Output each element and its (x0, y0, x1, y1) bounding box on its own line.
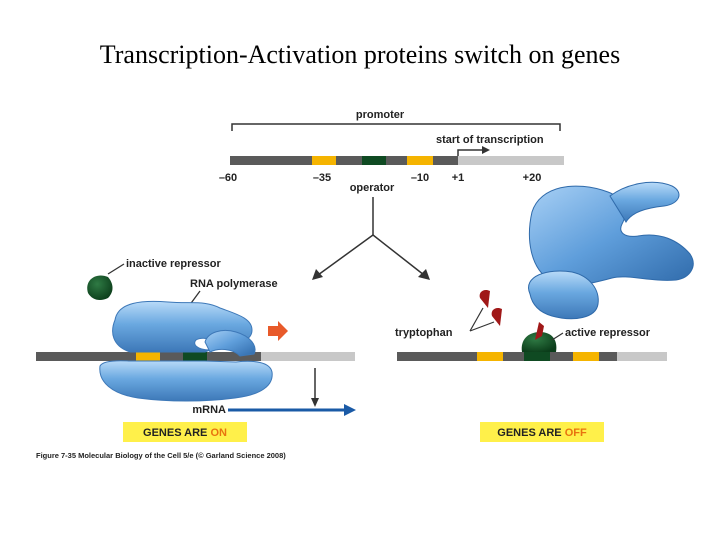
minus-35-box (312, 156, 336, 165)
mrna-label: mRNA (192, 404, 226, 416)
minus-10-box (407, 156, 433, 165)
promoter-label: promoter (356, 109, 405, 121)
branch-arrows (312, 197, 430, 280)
position-minus-10: –10 (411, 172, 429, 184)
tryptophan-molecule-2 (491, 307, 502, 326)
rna-polymerase-shape (99, 300, 273, 402)
active-repressor-label: active repressor (565, 327, 651, 339)
operator-label: operator (350, 182, 395, 194)
inactive-repressor-shape (87, 275, 113, 301)
transcription-direction-arrow (268, 321, 288, 341)
operator-box (362, 156, 386, 165)
position-minus-35: –35 (313, 172, 331, 184)
rna-polymerase-label: RNA polymerase (190, 278, 278, 290)
genes-on-banner (123, 422, 247, 442)
active-repressor-protein (528, 181, 694, 320)
position-plus-20: +20 (523, 172, 542, 184)
down-arrow-head (311, 398, 319, 407)
promoter-bracket (231, 123, 561, 131)
inactive-repressor-label: inactive repressor (126, 258, 221, 270)
mrna-arrowhead (344, 404, 356, 416)
top-dna-strand (230, 156, 564, 165)
tryptophan-molecule-1 (479, 289, 490, 308)
genes-off-banner (480, 422, 604, 442)
genes-on-text: GENES ARE ON (143, 427, 227, 439)
transcription-start-arrow (457, 146, 490, 158)
start-of-transcription-label: start of transcription (436, 134, 544, 146)
figure-caption: Figure 7-35 Molecular Biology of the Cel… (36, 451, 286, 460)
position-plus-1: +1 (452, 172, 465, 184)
active-repressor-shape (521, 332, 557, 352)
position-minus-60: –60 (219, 172, 237, 184)
right-dna-strand (397, 352, 667, 361)
bound-tryptophan (535, 322, 544, 340)
genes-off-text: GENES ARE OFF (497, 427, 587, 439)
slide-title: Transcription-Activation proteins switch… (99, 40, 621, 69)
left-dna-strand (36, 352, 355, 361)
tryptophan-label: tryptophan (395, 327, 453, 339)
